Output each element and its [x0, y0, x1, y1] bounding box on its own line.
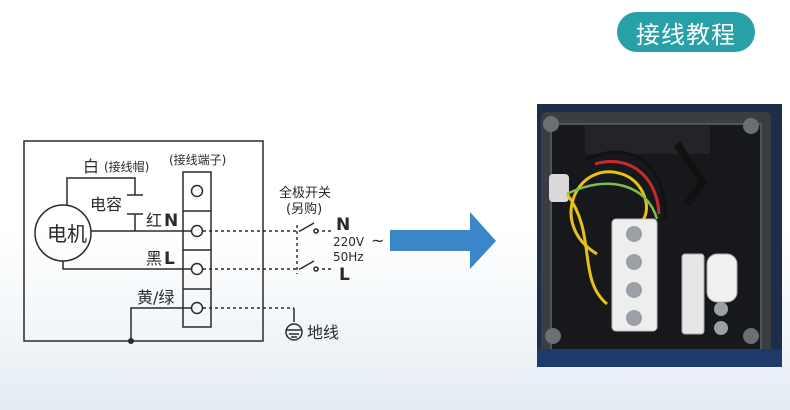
ground-label: 地线 — [307, 323, 339, 342]
junction-box-outline — [23, 140, 264, 342]
white-wire-label: 白 — [83, 157, 99, 176]
ground-symbol — [285, 308, 303, 341]
wiring-photo — [537, 104, 782, 367]
capacitor-label: 电容 — [90, 195, 122, 214]
tutorial-badge: 接线教程 — [617, 12, 755, 52]
terminal-screw-n — [190, 224, 204, 238]
tutorial-badge-label: 接线教程 — [636, 20, 736, 49]
terminal-l-label: L — [164, 249, 175, 269]
junction-dot — [128, 338, 134, 344]
black-wire-label: 黑 — [146, 249, 162, 268]
switch-label: 全极开关 — [279, 185, 331, 201]
switch-contact-l — [313, 266, 319, 272]
frequency-label: 50Hz — [333, 250, 364, 264]
switch-blade-n — [299, 222, 315, 232]
red-wire-label: 红 — [146, 211, 162, 230]
terminal-screw-1 — [190, 184, 204, 198]
terminal-n-label: N — [164, 211, 178, 231]
right-arrow-icon — [390, 212, 496, 269]
supply-n-label: N — [336, 215, 350, 235]
voltage-label: 220V — [333, 235, 365, 249]
white-wire — [66, 177, 136, 206]
black-wire — [62, 261, 192, 270]
terminal-block-label: (接线端子) — [169, 152, 226, 167]
terminal-screw-l — [190, 262, 204, 276]
wire-cap-label: (接线帽) — [104, 159, 149, 174]
ac-symbol: ~ — [371, 231, 384, 250]
switch-note: (另购) — [286, 201, 322, 217]
ground-wire — [130, 307, 192, 341]
supply-l-label: L — [339, 265, 350, 285]
motor-label: 电机 — [47, 222, 87, 246]
terminal-screw-ground — [190, 301, 204, 315]
switch-contact-n — [313, 228, 319, 234]
yellow-green-label: 黄/绿 — [137, 288, 174, 307]
switch-blade-l — [299, 260, 315, 270]
